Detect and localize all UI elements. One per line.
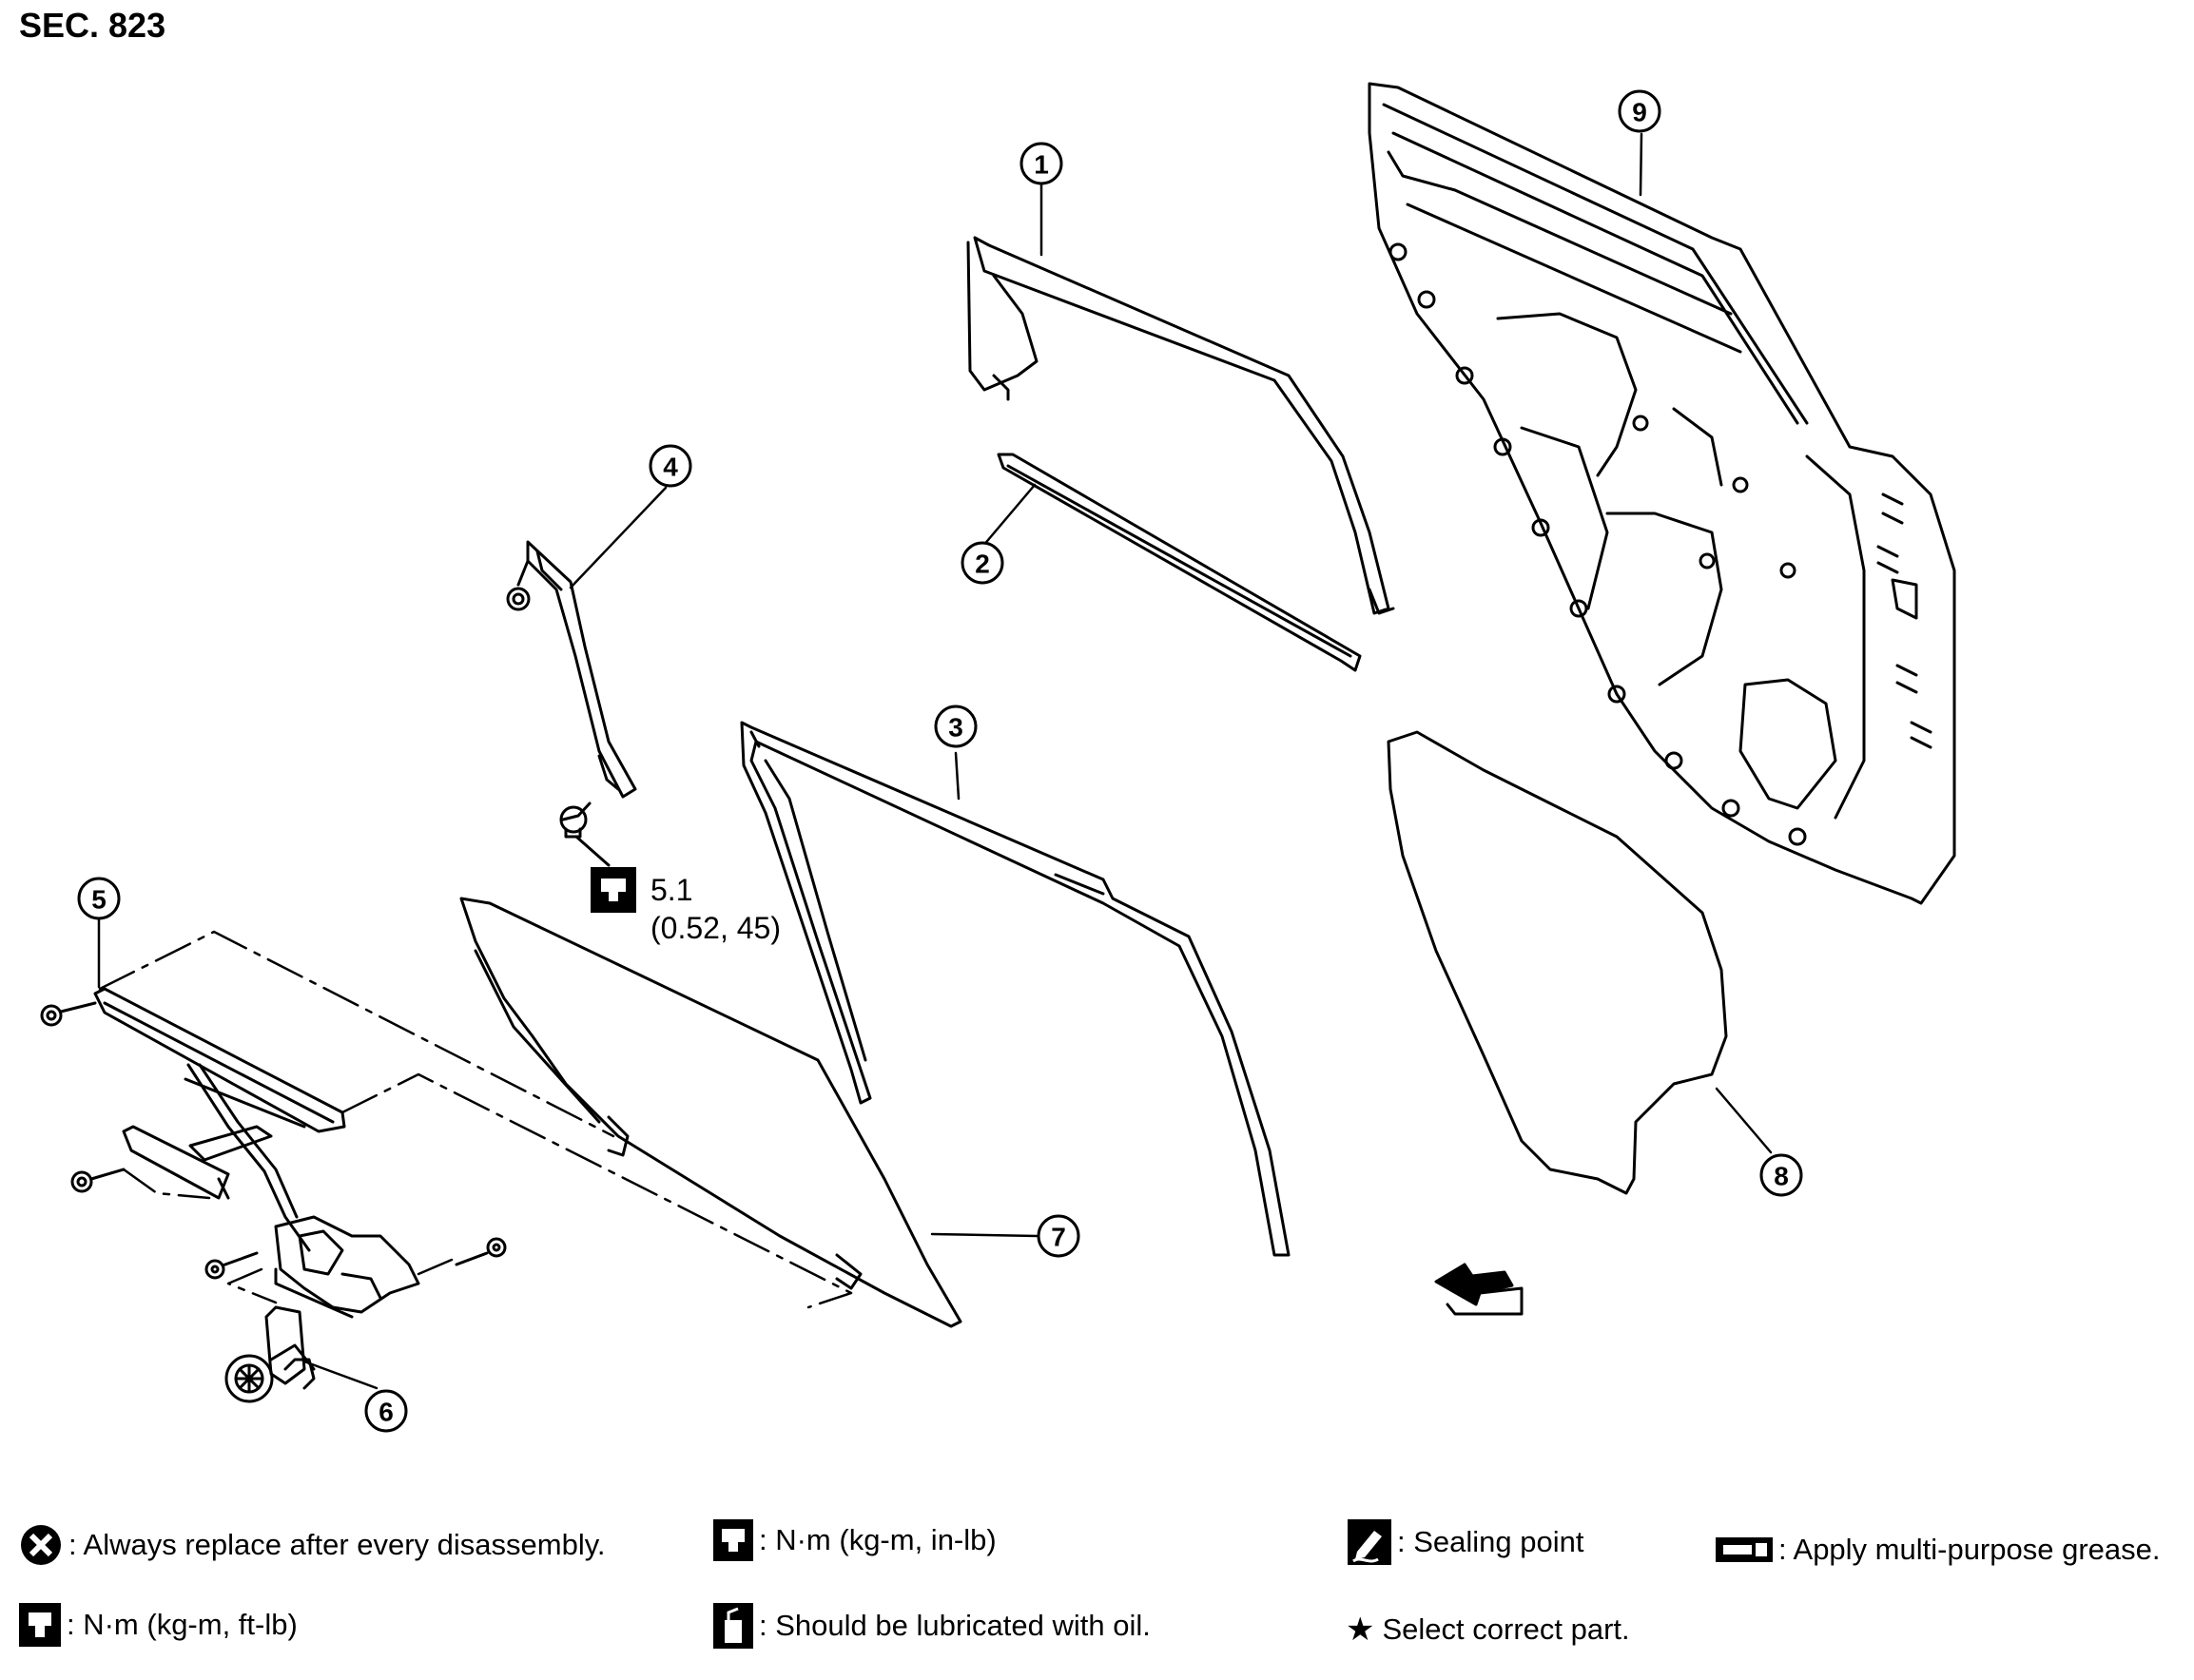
legend-replace: : Always replace after every disassembly… xyxy=(17,1523,606,1567)
legend-replace-text: : Always replace after every disassembly… xyxy=(68,1528,606,1561)
star-icon: ★ xyxy=(1346,1612,1375,1648)
callout-4: 4 xyxy=(663,453,678,482)
torque-wrench-icon xyxy=(19,1603,61,1647)
sealing-screen xyxy=(1387,730,1728,1195)
callout-3: 3 xyxy=(948,713,963,743)
front-arrow-icon xyxy=(1434,1263,1524,1316)
callout-markers xyxy=(77,89,1803,1433)
legend-torque-ftlb: : N·m (kg-m, ft-lb) xyxy=(17,1601,298,1649)
inner-seal xyxy=(997,453,1362,672)
door-glass xyxy=(459,897,962,1328)
glass-run xyxy=(740,721,1291,1257)
sash-frame xyxy=(966,236,1395,615)
callout-6: 6 xyxy=(379,1398,394,1427)
callout-5: 5 xyxy=(91,885,107,915)
legend-torque-ftlb-text: : N·m (kg-m, ft-lb) xyxy=(67,1608,298,1641)
callout-8: 8 xyxy=(1774,1162,1789,1191)
legend-oil-text: : Should be lubricated with oil. xyxy=(759,1609,1151,1642)
callout-2: 2 xyxy=(975,550,990,579)
torque-wrench-icon xyxy=(591,867,636,913)
legend-torque-inlb: : N·m (kg-m, in-lb) xyxy=(711,1517,997,1563)
legend-torque-inlb-text: : N·m (kg-m, in-lb) xyxy=(759,1523,997,1556)
legend-sealing: : Sealing point xyxy=(1346,1517,1583,1567)
torque-value: 5.1 xyxy=(650,873,693,907)
torque-wrench-icon xyxy=(713,1519,753,1561)
sealant-icon xyxy=(1348,1519,1391,1565)
callout-7: 7 xyxy=(1051,1223,1066,1252)
torque-spec: 5.1 (0.52, 45) xyxy=(650,871,781,947)
oil-can-icon xyxy=(713,1603,753,1649)
alignment-lines xyxy=(98,930,853,1309)
legend-select-text: Select correct part. xyxy=(1382,1612,1630,1646)
legend-oil: : Should be lubricated with oil. xyxy=(711,1601,1151,1651)
callout-9: 9 xyxy=(1632,98,1647,127)
sash-bracket xyxy=(506,540,637,867)
x-circle-icon xyxy=(21,1525,61,1565)
section-title: SEC. 823 xyxy=(19,6,166,45)
callout-1: 1 xyxy=(1034,150,1049,180)
regulator-assembly xyxy=(40,987,507,1403)
grease-icon xyxy=(1716,1537,1773,1562)
legend-grease-text: : Apply multi-purpose grease. xyxy=(1778,1533,2161,1566)
torque-detail: (0.52, 45) xyxy=(650,911,781,945)
door-panel xyxy=(1368,82,1956,905)
legend-grease: : Apply multi-purpose grease. xyxy=(1714,1533,2161,1567)
legend-select: ★ Select correct part. xyxy=(1346,1611,1630,1649)
leader-lines xyxy=(97,132,1773,1390)
legend-sealing-text: : Sealing point xyxy=(1397,1525,1584,1558)
